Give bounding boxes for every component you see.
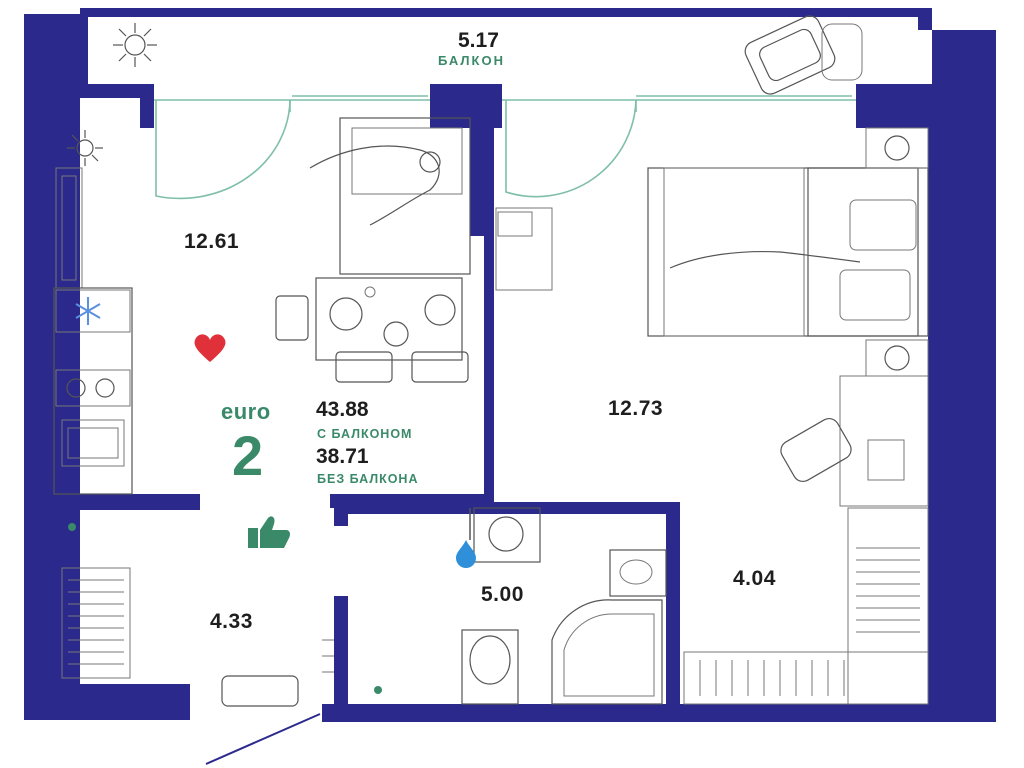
- bedroom-area: 12.73: [608, 397, 664, 420]
- hall-furniture: [61, 523, 334, 765]
- snowflake-icon: [75, 297, 101, 325]
- with-balcony-label: С БАЛКОНОМ: [317, 427, 413, 441]
- water-drop-icon: [456, 540, 476, 568]
- side-table: [821, 23, 863, 81]
- wardrobe-area: 4.04: [733, 567, 776, 590]
- bedroom-furniture: [495, 127, 929, 507]
- armchair: [744, 15, 836, 95]
- balcony-name-label: БАЛКОН: [438, 53, 505, 68]
- walls: [24, 8, 996, 722]
- kitchen-furniture: [53, 117, 471, 495]
- sun-icon: [67, 130, 103, 166]
- total-with-balcony: 43.88: [316, 398, 369, 421]
- wardrobe-furniture: [683, 507, 929, 705]
- without-balcony-label: БЕЗ БАЛКОНА: [317, 472, 419, 486]
- heart-icon: [194, 334, 226, 362]
- balcony-area-label: 5.17: [458, 29, 499, 52]
- living-kitchen-area: 12.61: [184, 230, 240, 253]
- total-without-balcony: 38.71: [316, 445, 369, 468]
- sun-icon: [113, 23, 157, 67]
- windows-doors: [154, 95, 856, 200]
- hall-area: 4.33: [210, 610, 253, 633]
- thumbs-up-icon: [248, 516, 290, 548]
- room-count: 2: [232, 424, 264, 487]
- bathroom-area: 5.00: [481, 583, 524, 606]
- balcony-furniture: [113, 15, 863, 95]
- apartment-type: euro: [221, 399, 271, 424]
- bathroom-furniture: [374, 507, 667, 705]
